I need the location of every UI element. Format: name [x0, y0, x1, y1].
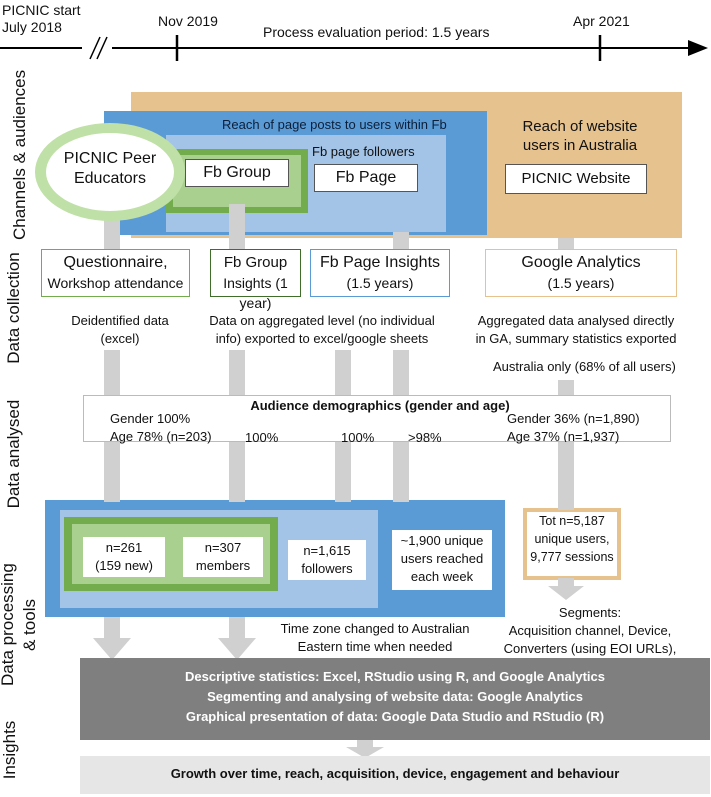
questionnaire-label-2: Workshop attendance [47, 275, 184, 291]
page-pct: 100% [341, 430, 375, 445]
demographics-title: Audience demographics (gender and age) [250, 398, 510, 413]
tools-area [140, 658, 710, 740]
fb-reach-label: Reach of page posts to users within Fb [222, 117, 447, 132]
arrow-group-up [229, 442, 245, 502]
peer-educators-ellipse: PICNIC Peer Educators [46, 133, 174, 211]
tools-line-3: Graphical presentation of data: Google D… [185, 709, 605, 724]
peer-demographics: Gender 100% Age 78% (n=203) [110, 410, 212, 446]
page-insights-label-2: (1.5 years) [346, 275, 414, 291]
side-label-analysed: Data analysed [4, 399, 23, 509]
web-count: Tot n=5,187 unique users, 9,777 sessions [527, 512, 617, 566]
note-deidentified-2: (excel) [100, 331, 140, 346]
page-insights-box: Fb Page Insights (1.5 years) [310, 249, 450, 297]
web-count-2: unique users, [534, 532, 610, 546]
group-count-1: n=307 [204, 540, 242, 555]
reach-pct: >98% [408, 430, 442, 445]
segments-note-3: Converters (using EOI URLs), [503, 641, 677, 656]
note-deidentified-1: Deidentified data [71, 313, 169, 328]
timeline-nov-label: Nov 2019 [158, 13, 218, 29]
arrows-processing-down [93, 578, 584, 660]
reach-count-1: ~1,900 unique [400, 533, 484, 548]
timeline-start-label-2: July 2018 [2, 19, 62, 35]
timeline-break-mark [96, 36, 108, 60]
note-deidentified: Deidentified data (excel) [50, 312, 190, 348]
website-reach-label-2: users in Australia [522, 137, 638, 154]
peer-educators-label-2: Educators [73, 170, 147, 187]
arrow-reach-up [393, 442, 409, 502]
reach-count-3: each week [410, 569, 474, 584]
insights-area [80, 756, 710, 794]
web-count-3: 9,777 sessions [530, 550, 614, 564]
google-analytics-label-1: Google Analytics [521, 254, 641, 271]
web-age: Age 37% (n=1,937) [507, 429, 620, 444]
reach-count-box: ~1,900 unique users reached each week [392, 530, 492, 590]
note-aggregated-2: info) exported to excel/google sheets [215, 331, 429, 346]
group-insights-label-2: Insights (1 year) [223, 275, 288, 311]
web-gender: Gender 36% (n=1,890) [507, 411, 640, 426]
processing-web-box [523, 508, 621, 580]
timezone-note-2: Eastern time when needed [297, 639, 453, 654]
arrow-page-up [335, 442, 351, 502]
note-ga-1: Aggregated data analysed directly [477, 313, 675, 328]
arrow-peer-up [104, 442, 120, 502]
side-label-processing-2: & tools [20, 599, 39, 651]
questionnaire-label-1: Questionnaire, [63, 254, 168, 271]
timeline-break-mark [89, 36, 101, 60]
questionnaire-box: Questionnaire, Workshop attendance [41, 249, 190, 297]
demographics-box [83, 395, 671, 442]
arrow-tools-to-insights [357, 740, 373, 749]
tools-area-left [80, 658, 140, 740]
note-ga: Aggregated data analysed directly in GA,… [460, 312, 692, 348]
web-demographics: Gender 36% (n=1,890) Age 37% (n=1,937) [507, 410, 640, 446]
group-insights-label-1: Fb Group [223, 254, 288, 271]
page-count-2: followers [301, 561, 353, 576]
side-label-processing-1: Data processing [0, 563, 17, 686]
side-label-insights: Insights [0, 720, 19, 780]
group-pct: 100% [245, 430, 279, 445]
group-count-box: n=307 members [183, 537, 263, 577]
note-aggregated-1: Data on aggregated level (no individual [209, 313, 435, 328]
website-reach-label-1: Reach of website [522, 118, 638, 135]
page-insights-label-1: Fb Page Insights [319, 254, 441, 271]
side-label-channels: Channels & audiences [10, 69, 29, 240]
fb-followers-label: Fb page followers [312, 144, 415, 159]
peer-age: Age 78% (n=203) [110, 429, 212, 444]
timeline-start-label-1: PICNIC start [2, 2, 81, 18]
web-count-1: Tot n=5,187 [539, 514, 605, 528]
note-ga-2: in GA, summary statistics exported [475, 331, 677, 346]
group-count-2: members [195, 558, 251, 573]
timezone-note-1: Time zone changed to Australian [280, 621, 470, 636]
page-count-1: n=1,615 [303, 543, 351, 558]
peer-count-1: n=261 [105, 540, 143, 555]
fb-page-box: Fb Page [314, 164, 418, 192]
peer-gender: Gender 100% [110, 411, 191, 426]
website-box: PICNIC Website [505, 164, 647, 194]
segments-note-1: Segments: [558, 605, 622, 620]
tools-line-1: Descriptive statistics: Excel, RStudio u… [185, 669, 605, 684]
timeline-apr-label: Apr 2021 [573, 13, 630, 29]
reach-count-2: users reached [400, 551, 484, 566]
peer-count-2: (159 new) [95, 558, 153, 573]
peer-count-box: n=261 (159 new) [83, 537, 165, 577]
group-insights-box: Fb Group Insights (1 year) [210, 249, 301, 311]
timeline-period-label: Process evaluation period: 1.5 years [263, 24, 490, 40]
segments-note: Segments: Acquisition channel, Device, C… [480, 604, 700, 658]
arrow-web-up [558, 442, 574, 510]
google-analytics-box: Google Analytics (1.5 years) [485, 249, 677, 297]
side-label-collection: Data collection [4, 252, 23, 364]
tools-text: Descriptive statistics: Excel, RStudio u… [80, 667, 710, 727]
timezone-note: Time zone changed to Australian Eastern … [270, 620, 480, 656]
segments-note-2: Acquisition channel, Device, [508, 623, 672, 638]
tools-line-2: Segmenting and analysing of website data… [207, 689, 583, 704]
arrowhead-tools-to-insights [346, 747, 384, 758]
page-count-box: n=1,615 followers [288, 540, 366, 580]
fb-group-box: Fb Group [185, 159, 289, 187]
note-australia: Australia only (68% of all users) [493, 359, 676, 374]
note-aggregated: Data on aggregated level (no individual … [190, 312, 454, 348]
website-reach-label: Reach of website users in Australia [490, 117, 670, 155]
timeline-arrowhead [688, 40, 708, 56]
insights-text: Growth over time, reach, acquisition, de… [170, 766, 620, 781]
peer-educators-label-1: PICNIC Peer [63, 150, 157, 167]
google-analytics-label-2: (1.5 years) [547, 275, 615, 291]
